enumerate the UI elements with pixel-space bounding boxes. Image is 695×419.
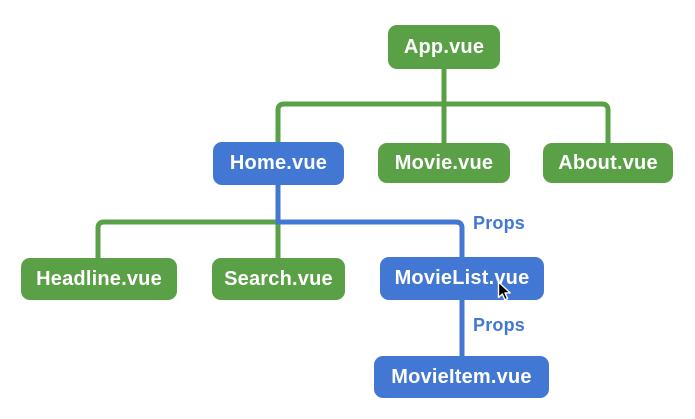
node-movie-vue-label: Movie.vue (394, 151, 494, 174)
props-annotation-movieitem: Props (473, 315, 526, 335)
node-about-vue: About.vue (543, 143, 673, 183)
node-home-vue: Home.vue (213, 142, 344, 185)
node-movielist-vue-label: MovieList.vue (394, 267, 530, 289)
node-movieitem-vue-label: MovieItem.vue (391, 365, 532, 388)
props-annotation-movielist: Props (473, 213, 526, 233)
node-movie-vue: Movie.vue (378, 143, 510, 183)
node-search-vue-label: Search.vue (224, 267, 333, 290)
node-headline-vue-label: Headline.vue (36, 267, 162, 290)
node-app-vue-label: App.vue (403, 35, 485, 58)
node-movielist-vue: MovieList.vue (380, 257, 544, 300)
node-headline-vue: Headline.vue (21, 258, 177, 300)
node-home-vue-label: Home.vue (229, 152, 328, 174)
node-search-vue: Search.vue (212, 258, 345, 300)
mouse-cursor-icon (497, 281, 511, 301)
node-about-vue-label: About.vue (558, 151, 658, 174)
node-movieitem-vue: MovieItem.vue (374, 356, 549, 398)
node-app-vue: App.vue (388, 25, 500, 69)
